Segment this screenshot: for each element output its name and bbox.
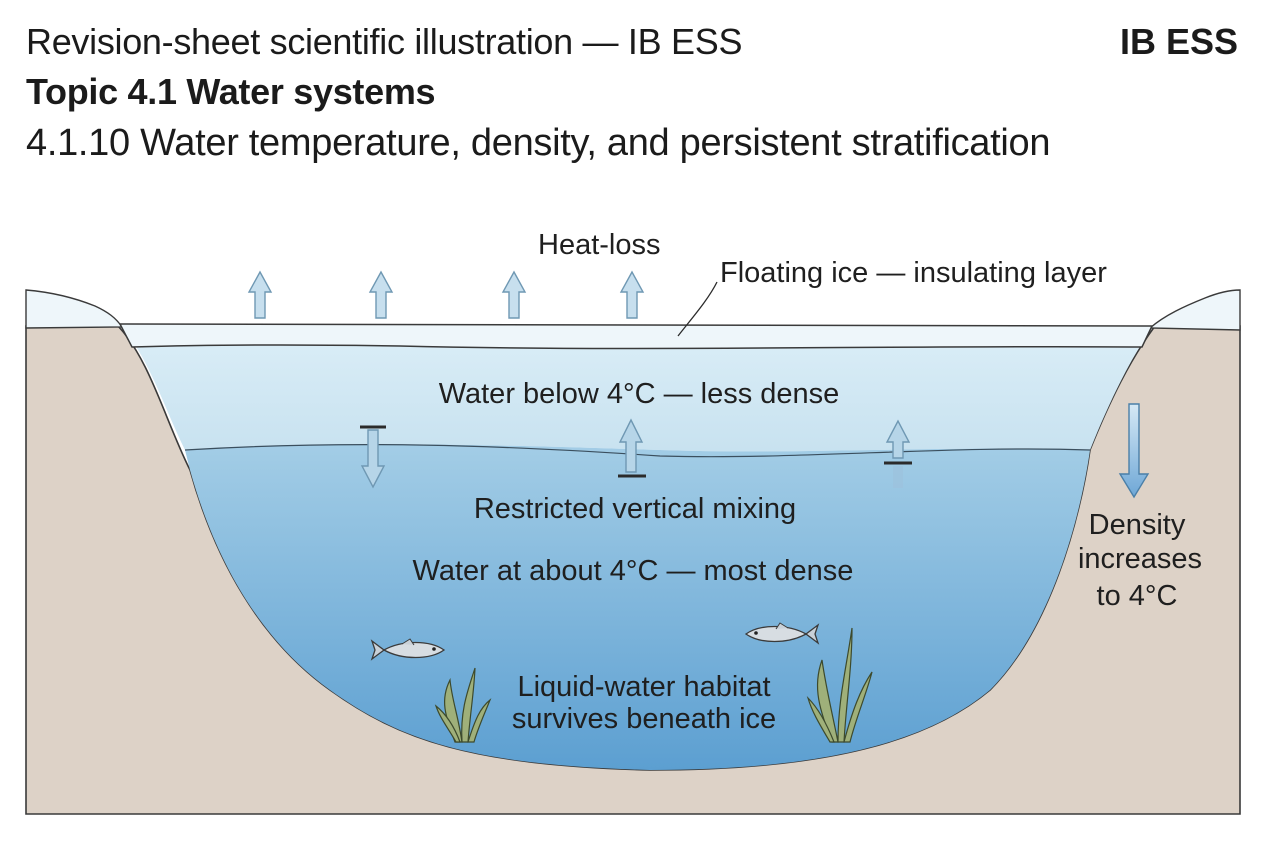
- habitat-label-line1: Liquid-water habitat: [517, 671, 770, 703]
- fish-icon: [744, 622, 820, 645]
- course-badge: IB ESS: [1119, 21, 1238, 62]
- mixing-arrows: [360, 418, 912, 489]
- blocked-arrow-icon: [618, 418, 644, 473]
- ice-label-leader: [677, 281, 718, 337]
- seaweed-icon: [434, 667, 492, 743]
- shore-snow-right: [1148, 289, 1241, 331]
- upper-water-layer: [122, 327, 1152, 452]
- fish-icon: [370, 638, 446, 661]
- shore-snow-left: [25, 289, 124, 329]
- heat-loss-label: Heat-loss: [538, 229, 661, 261]
- blocked-arrow-icon: [360, 429, 386, 489]
- thermocline-line: [184, 444, 1091, 458]
- topic-heading: Topic 4.1 Water systems: [26, 71, 436, 112]
- arrow-down-icon: [1118, 403, 1150, 499]
- floating-ice-sheet: [118, 323, 1154, 350]
- upper-layer-label: Water below 4°C — less dense: [439, 378, 840, 410]
- density-label-line3: to 4°C: [1097, 580, 1178, 612]
- arrow-up-icon: [501, 270, 527, 319]
- mixing-label: Restricted vertical mixing: [474, 493, 796, 525]
- arrow-stem-fade: [893, 466, 903, 488]
- density-label-line1: Density: [1089, 509, 1186, 541]
- floating-ice-label: Floating ice — insulating layer: [720, 257, 1107, 289]
- arrow-up-icon: [247, 270, 273, 319]
- heat-loss-arrows: [247, 270, 645, 319]
- density-label-line2: increases: [1078, 543, 1202, 575]
- subtopic-heading: 4.1.10 Water temperature, density, and p…: [26, 122, 1051, 164]
- page-title: Revision-sheet scientific illustration —…: [26, 21, 743, 62]
- habitat-label-line2: survives beneath ice: [512, 703, 776, 735]
- deep-layer-label: Water at about 4°C — most dense: [413, 555, 854, 587]
- blocked-arrow-icon: [885, 419, 911, 459]
- seaweed-icon: [806, 627, 873, 743]
- arrow-up-icon: [368, 270, 394, 319]
- arrow-up-icon: [619, 270, 645, 319]
